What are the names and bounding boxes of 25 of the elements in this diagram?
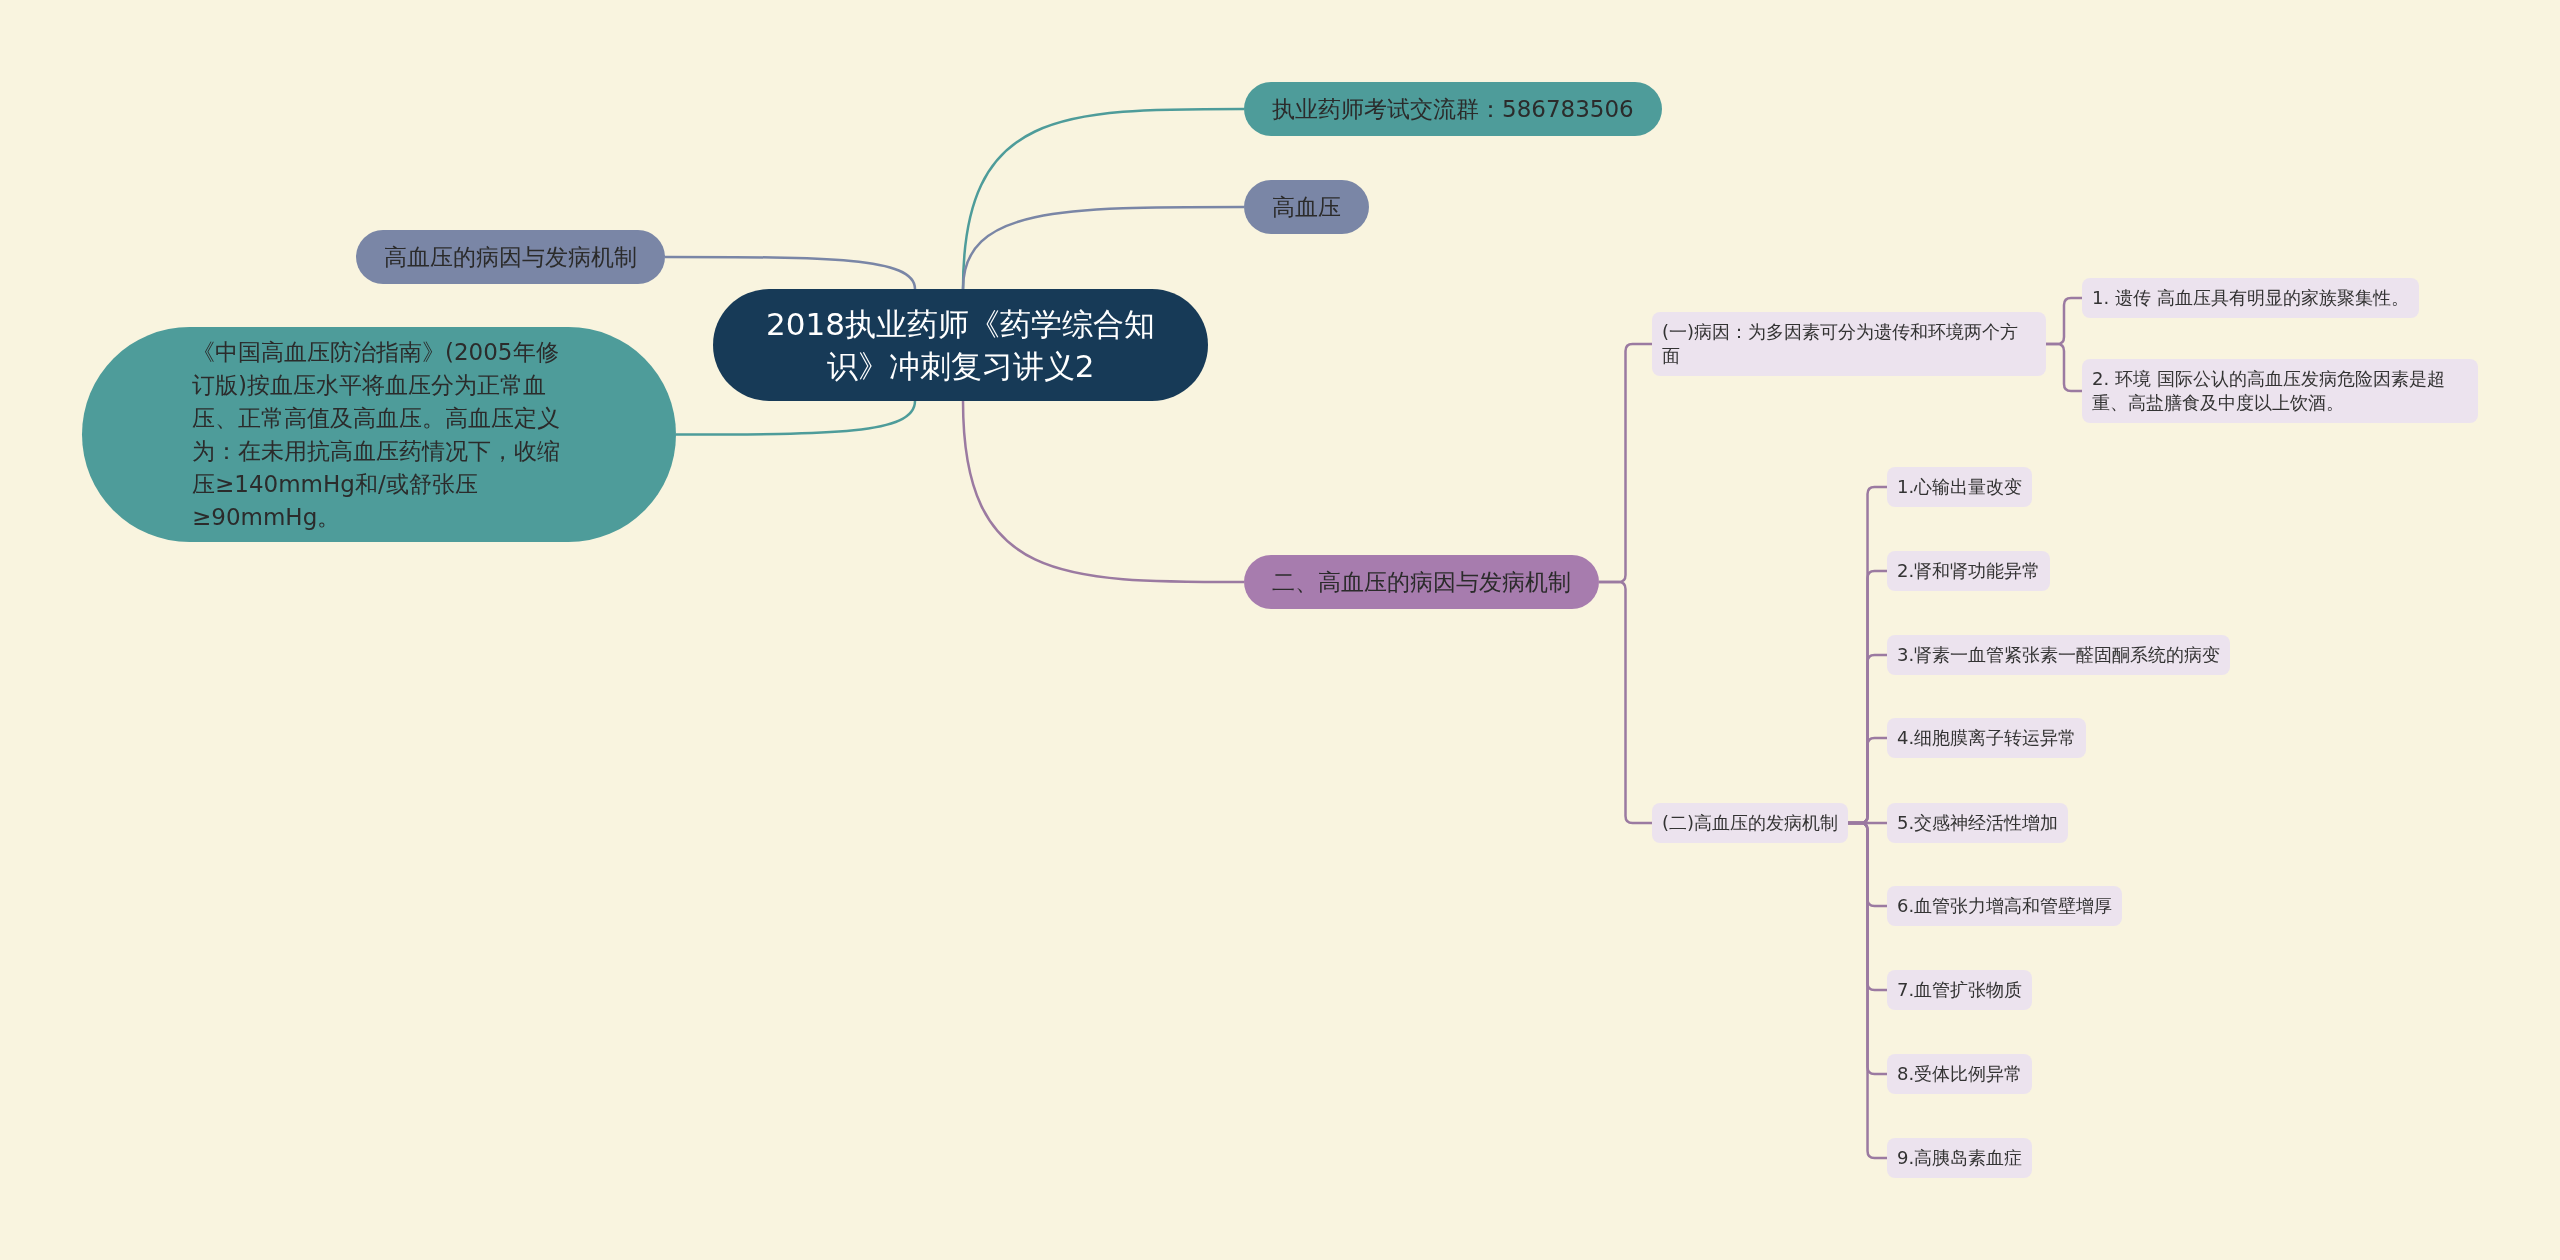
topic-box: 《中国高血压防治指南》(2005年修订版)按血压水平将血压分为正常血压、正常高值及高血压。高血压定义为：在未用抗高血压药情况下，收缩压≥140mmHg和/或舒张压≥90mmHg。 [82,327,676,542]
topic-box: 3.肾素一血管紧张素一醛固酮系统的病变 [1887,635,2231,675]
topic-box: 1. 遗传 高血压具有明显的家族聚集性。 [2082,278,2419,318]
central-topic: 2018执业药师《药学综合知识》冲刺复习讲义2 [713,289,1208,401]
topic-box: (一)病因：为多因素可分为遗传和环境两个方面 [1652,312,2046,376]
topic-box: 6.血管张力增高和管壁增厚 [1887,886,2123,926]
topic-box: 二、高血压的病因与发病机制 [1244,555,1599,609]
topic-box: 5.交感神经活性增加 [1887,803,2069,843]
topic-box: 高血压的病因与发病机制 [356,230,665,284]
topic-box: 4.细胞膜离子转运异常 [1887,718,2087,758]
topic-box: 2. 环境 国际公认的高血压发病危险因素是超重、高盐膳食及中度以上饮酒。 [2082,359,2478,423]
connector [961,400,1244,584]
topic-box: 8.受体比例异常 [1887,1054,2033,1094]
topic-box: 高血压 [1244,180,1369,234]
connector [676,400,917,436]
topic-box: 执业药师考试交流群：586783506 [1244,82,1662,136]
connector [665,255,917,290]
topic-box: 7.血管扩张物质 [1887,970,2033,1010]
topic-box: 9.高胰岛素血症 [1887,1138,2033,1178]
connector [1848,821,1887,1160]
connector [2046,342,2082,393]
topic-box: (二)高血压的发病机制 [1652,803,1849,843]
connector [961,205,1244,290]
topic-box: 1.心输出量改变 [1887,467,2033,507]
topic-box: 2.肾和肾功能异常 [1887,551,2051,591]
